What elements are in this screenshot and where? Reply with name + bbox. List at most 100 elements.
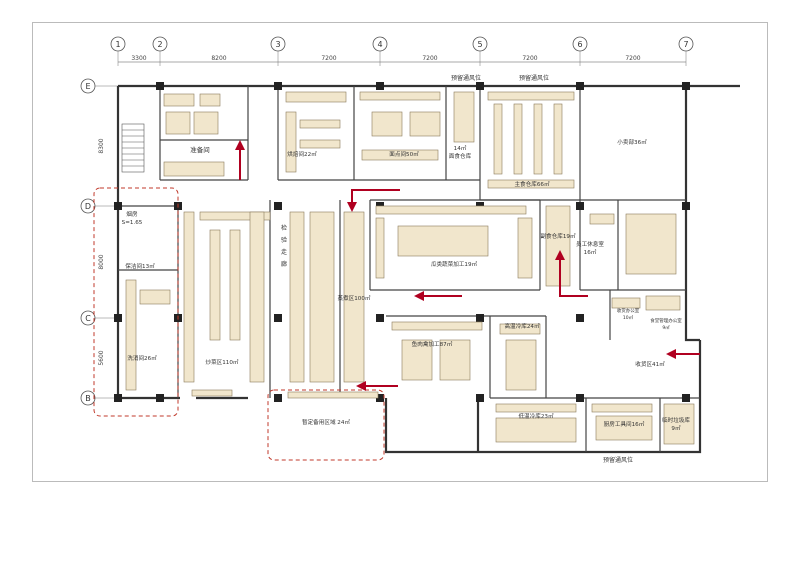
equipment-block bbox=[487, 91, 575, 101]
column-marker-6: 6 bbox=[572, 36, 588, 66]
equipment-block bbox=[209, 229, 221, 341]
label-receiving-zone: 收货区41㎡ bbox=[635, 360, 665, 368]
equipment-block bbox=[517, 217, 533, 279]
equipment-block bbox=[595, 415, 653, 441]
stairwell bbox=[121, 123, 145, 173]
label-staff-rest: 员工休息室 bbox=[576, 240, 604, 248]
equipment-block bbox=[375, 217, 385, 279]
equipment-block bbox=[287, 391, 379, 399]
label-tool-room: 厨房工具间16㎡ bbox=[604, 420, 645, 428]
kitchen-equipment bbox=[125, 91, 695, 445]
row-label: C bbox=[85, 314, 91, 323]
structural-column bbox=[376, 314, 384, 322]
label-noodle: 面点间50㎡ bbox=[389, 150, 419, 158]
column-spacing-label: 7200 bbox=[522, 55, 537, 62]
structural-column bbox=[682, 82, 690, 90]
equipment-block bbox=[493, 103, 503, 175]
equipment-block bbox=[591, 403, 653, 413]
equipment-block bbox=[299, 139, 341, 149]
equipment-block bbox=[249, 211, 265, 383]
row-spacing-label: 8300 bbox=[98, 138, 105, 153]
structural-column bbox=[376, 394, 384, 402]
equipment-block bbox=[513, 103, 523, 175]
inspection-corridor-label: 检 验 走 廊 bbox=[281, 224, 287, 268]
equipment-block bbox=[453, 91, 475, 143]
column-label: 7 bbox=[683, 40, 688, 49]
equipment-block bbox=[229, 229, 241, 341]
equipment-block bbox=[391, 321, 483, 331]
equipment-block bbox=[589, 213, 615, 225]
column-spacing-label: 3300 bbox=[131, 55, 146, 62]
label-low-temp-cold: 低温冷库23㎡ bbox=[518, 412, 553, 420]
equipment-block bbox=[359, 91, 441, 101]
equipment-block bbox=[289, 211, 305, 383]
column-label: 2 bbox=[157, 40, 162, 49]
equipment-block bbox=[285, 111, 297, 173]
structural-column bbox=[576, 82, 584, 90]
structural-column bbox=[114, 314, 122, 322]
equipment-block bbox=[299, 119, 341, 129]
row-label: B bbox=[85, 394, 91, 403]
column-marker-4: 4 bbox=[372, 36, 388, 66]
equipment-block bbox=[409, 111, 441, 137]
row-dimension-labels: 8300 8000 5600 bbox=[98, 138, 105, 365]
corridor-char-4: 廊 bbox=[281, 260, 287, 268]
label-noodle-store-area: 14㎡ bbox=[454, 144, 467, 152]
equipment-block bbox=[397, 225, 489, 257]
label-receiving-office-area: 10㎡ bbox=[623, 314, 634, 321]
equipment-block bbox=[533, 103, 543, 175]
label-lamp-room-size: S=1.65 bbox=[122, 220, 143, 226]
column-label: 5 bbox=[477, 40, 482, 49]
row-axis-markers: E D C B bbox=[80, 78, 118, 406]
flow-arrowheads bbox=[235, 140, 676, 391]
row-spacing-label: 8000 bbox=[98, 254, 105, 269]
row-label: E bbox=[85, 82, 90, 91]
structural-column bbox=[576, 314, 584, 322]
equipment-block bbox=[505, 339, 537, 391]
equipment-block bbox=[285, 91, 347, 103]
equipment-block bbox=[401, 339, 433, 381]
row-spacing-label: 5600 bbox=[98, 350, 105, 365]
label-temp-garbage: 临时垃圾库 bbox=[662, 416, 690, 424]
equipment-block bbox=[625, 213, 677, 275]
equipment-block bbox=[495, 417, 577, 443]
column-label: 4 bbox=[377, 40, 382, 49]
equipment-block bbox=[545, 205, 571, 287]
column-marker-3: 3 bbox=[270, 36, 286, 66]
equipment-block bbox=[553, 103, 563, 175]
equipment-block bbox=[309, 211, 335, 383]
label-noodle-store: 面食仓库 bbox=[449, 152, 472, 160]
structural-columns bbox=[114, 82, 690, 402]
column-label: 3 bbox=[275, 40, 280, 49]
row-label: D bbox=[85, 202, 91, 211]
column-spacing-label: 7200 bbox=[422, 55, 437, 62]
equipment-block bbox=[663, 403, 695, 445]
equipment-block bbox=[199, 93, 221, 107]
equipment-block bbox=[125, 279, 137, 391]
vent-label-1: 预留通风位 bbox=[451, 74, 481, 82]
equipment-block bbox=[165, 111, 191, 135]
equipment-block bbox=[499, 323, 541, 335]
equipment-block bbox=[645, 295, 681, 311]
column-spacing-label: 7200 bbox=[321, 55, 336, 62]
equipment-block bbox=[439, 339, 471, 381]
label-bakery: 烘焙间22㎡ bbox=[287, 150, 317, 158]
label-cooking: 蒸煮区100㎡ bbox=[337, 294, 370, 302]
column-spacing-label: 7200 bbox=[625, 55, 640, 62]
structural-column bbox=[156, 394, 164, 402]
equipment-block bbox=[139, 289, 171, 305]
label-receiving-office: 收货办公室 bbox=[617, 307, 640, 314]
corridor-char-2: 验 bbox=[281, 236, 287, 244]
structural-column bbox=[156, 82, 164, 90]
column-spacing-label: 8200 bbox=[211, 55, 226, 62]
equipment-block bbox=[343, 211, 365, 383]
structural-column bbox=[476, 82, 484, 90]
label-food-safety-office: 食堂管理办公室 bbox=[650, 317, 682, 324]
label-stir-fry: 炒菜区110㎡ bbox=[205, 358, 238, 366]
label-prep: 准备间 bbox=[190, 145, 210, 154]
structural-column bbox=[274, 394, 282, 402]
structural-column bbox=[576, 394, 584, 402]
equipment-block bbox=[193, 111, 219, 135]
